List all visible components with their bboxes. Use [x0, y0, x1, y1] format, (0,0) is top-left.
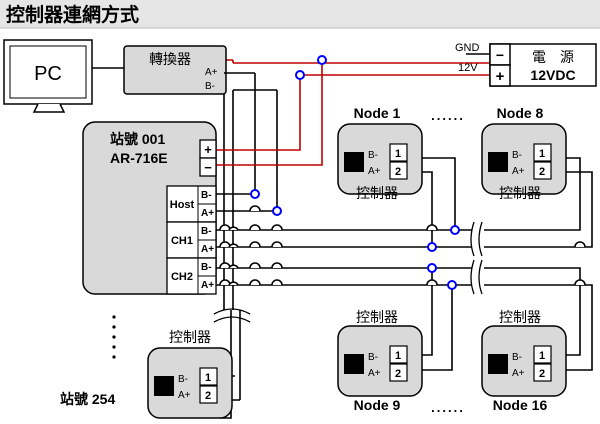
main-plus: + [204, 142, 212, 157]
port-host-name: Host [170, 199, 195, 211]
port-ch2-name: CH2 [171, 271, 193, 283]
svg-text:P3: P3 [491, 159, 504, 171]
svg-text:2: 2 [395, 368, 401, 380]
port-ch1-b: B- [201, 226, 212, 237]
svg-text:B-: B- [512, 150, 522, 161]
svg-text:P3: P3 [347, 361, 360, 373]
svg-text:1: 1 [539, 148, 545, 160]
controller-node-1: P3 B- A+ 1 2 [337, 123, 423, 195]
svg-text:A+: A+ [512, 166, 525, 177]
node-9-controller-label: 控制器 [356, 309, 398, 325]
svg-text:P3: P3 [347, 159, 360, 171]
controller-254-label: 控制器 [169, 329, 211, 345]
pin-1: 1 [205, 372, 211, 384]
power-wires [216, 59, 490, 166]
svg-text:A+: A+ [368, 368, 381, 379]
pc-monitor: PC [3, 39, 93, 113]
break-marks [470, 221, 483, 295]
node-ellipsis-bottom: ...... [431, 400, 465, 415]
svg-text:1: 1 [539, 350, 545, 362]
page-title: 控制器連網方式 [6, 3, 139, 26]
pc-label: PC [34, 63, 62, 85]
controller-node-16: P3 B- A+ 1 2 [481, 325, 567, 397]
main-model: AR-716E [110, 150, 168, 166]
port-host-b: B- [201, 190, 212, 201]
controller-station-254: P3 B- A+ 1 2 [147, 347, 233, 419]
converter-label: 轉換器 [149, 51, 191, 67]
svg-text:P3: P3 [491, 361, 504, 373]
power-plus: + [496, 68, 505, 85]
power-supply: GND 12V − + 電 源 12VDC [455, 42, 597, 87]
power-12v-label: 12V [458, 62, 478, 74]
port-host-a: A+ [201, 208, 214, 219]
vertical-ellipsis [112, 315, 116, 359]
svg-text:1: 1 [395, 148, 401, 160]
converter-box: 轉換器 A+ B- [123, 45, 227, 95]
port-ch2-a: A+ [201, 280, 214, 291]
converter-a-plus: A+ [205, 67, 218, 78]
svg-text:B-: B- [512, 352, 522, 363]
node-16-controller-label: 控制器 [499, 309, 541, 325]
title-bar [0, 0, 600, 28]
svg-text:A+: A+ [512, 368, 525, 379]
power-spec: 12VDC [530, 67, 575, 83]
power-gnd-label: GND [455, 42, 480, 54]
port-ch2-b: B- [201, 262, 212, 273]
pin-2: 2 [205, 390, 211, 402]
svg-text:2: 2 [395, 166, 401, 178]
controller-node-9: P3 B- A+ 1 2 [337, 325, 423, 397]
svg-text:A+: A+ [368, 166, 381, 177]
node-8-label: Node 8 [497, 105, 544, 121]
station-254-label: 站號 254 [60, 391, 115, 407]
svg-text:1: 1 [395, 350, 401, 362]
converter-b-minus: B- [205, 81, 215, 92]
svg-text:2: 2 [539, 166, 545, 178]
node-8-controller-label: 控制器 [499, 185, 541, 201]
power-minus: − [496, 47, 504, 63]
junction-dots [250, 55, 460, 290]
p3-badge: P3 [157, 383, 170, 395]
main-controller: 站號 001 AR-716E + − Host B- A+ CH1 B- A+ … [82, 121, 217, 295]
wire-hops [219, 205, 586, 286]
svg-text:2: 2 [539, 368, 545, 380]
a-label: A+ [178, 390, 191, 401]
node-9-label: Node 9 [354, 397, 401, 413]
svg-text:B-: B- [368, 150, 378, 161]
node-1-label: Node 1 [354, 105, 401, 121]
svg-text:B-: B- [368, 352, 378, 363]
main-minus: − [204, 160, 212, 175]
port-ch1-a: A+ [201, 244, 214, 255]
power-name: 電 源 [532, 49, 574, 65]
node-ellipsis-top: ...... [431, 108, 465, 123]
b-label: B- [178, 374, 188, 385]
node-1-controller-label: 控制器 [356, 185, 398, 201]
controller-node-8: P3 B- A+ 1 2 [481, 123, 567, 195]
port-ch1-name: CH1 [171, 235, 193, 247]
main-station: 站號 001 [110, 131, 165, 147]
node-16-label: Node 16 [493, 397, 548, 413]
